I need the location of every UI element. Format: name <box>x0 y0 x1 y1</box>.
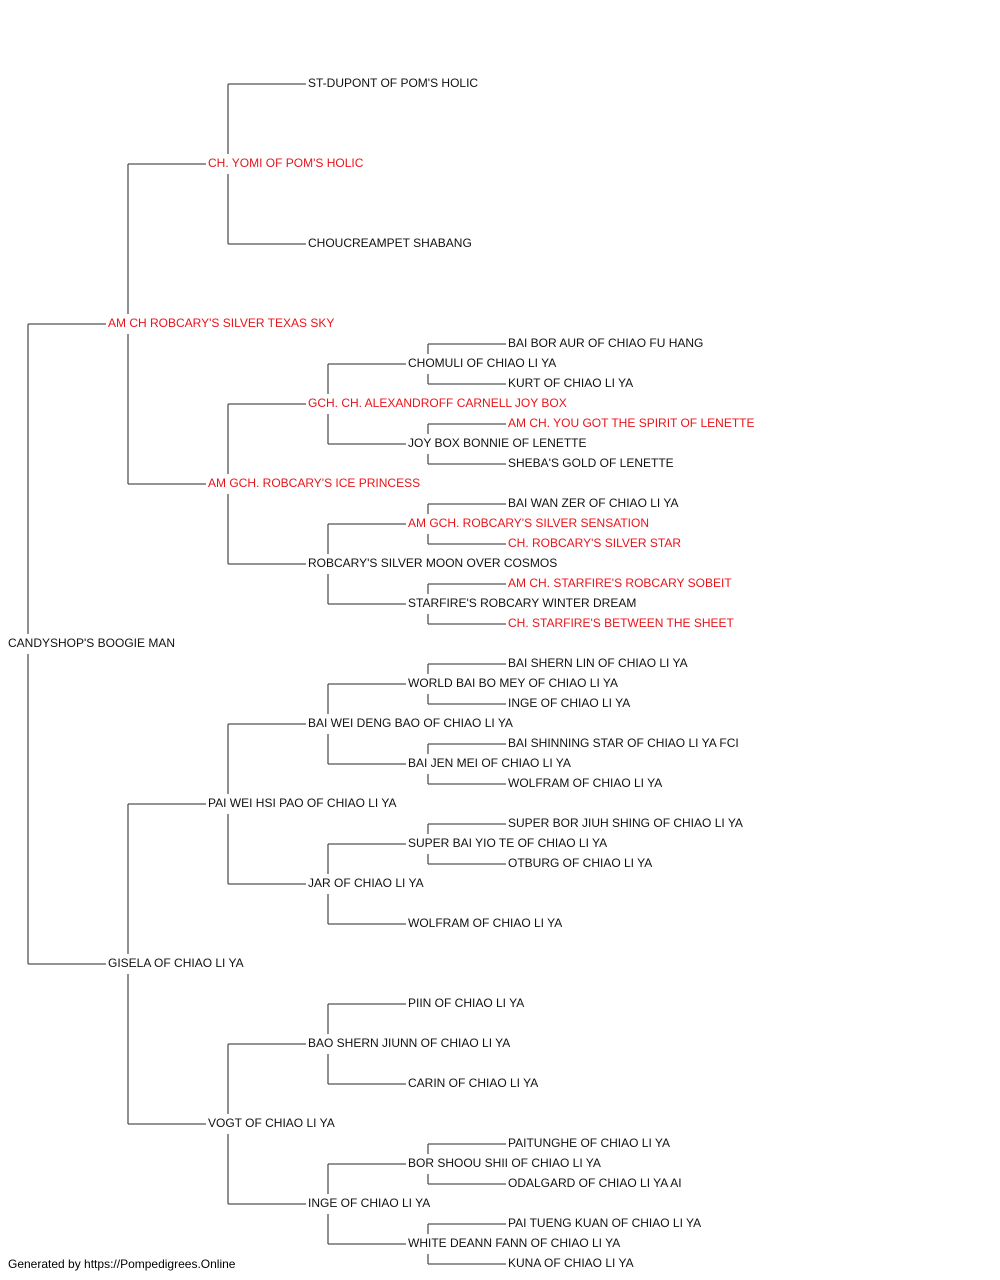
generated-by-footer: Generated by https://Pompedigrees.Online <box>8 1257 236 1271</box>
pedigree-entry-dam-sire-sire-dam-dam: WOLFRAM OF CHIAO LI YA <box>508 776 662 790</box>
pedigree-entry-dam-sire-sire-sire-dam: INGE OF CHIAO LI YA <box>508 696 630 710</box>
pedigree-entry-dam-dam-dam-sire-sire: PAITUNGHE OF CHIAO LI YA <box>508 1136 670 1150</box>
pedigree-entry-dam-sire-sire-dam: BAI JEN MEI OF CHIAO LI YA <box>408 756 571 770</box>
pedigree-entry-sire-dam-dam: ROBCARY'S SILVER MOON OVER COSMOS <box>308 556 557 570</box>
pedigree-entry-sire-dam-dam-dam: STARFIRE'S ROBCARY WINTER DREAM <box>408 596 636 610</box>
pedigree-entry-sire-dam-sire-sire-sire: BAI BOR AUR OF CHIAO FU HANG <box>508 336 703 350</box>
pedigree-entry-dam-sire: PAI WEI HSI PAO OF CHIAO LI YA <box>208 796 396 810</box>
pedigree-entry-dam-dam-dam-sire-dam: ODALGARD OF CHIAO LI YA AI <box>508 1176 682 1190</box>
pedigree-entry-dam-dam-dam-sire: BOR SHOOU SHII OF CHIAO LI YA <box>408 1156 601 1170</box>
pedigree-entry-sire-dam-sire-dam: JOY BOX BONNIE OF LENETTE <box>408 436 586 450</box>
pedigree-entry-sire-dam-sire: GCH. CH. ALEXANDROFF CARNELL JOY BOX <box>308 396 567 410</box>
pedigree-entry-sire-dam-sire-sire-dam: KURT OF CHIAO LI YA <box>508 376 633 390</box>
pedigree-entry-dam-dam-dam: INGE OF CHIAO LI YA <box>308 1196 430 1210</box>
pedigree-entry-sire-dam-sire-dam-sire: AM CH. YOU GOT THE SPIRIT OF LENETTE <box>508 416 755 430</box>
pedigree-entry-sire-sire-sire: ST-DUPONT OF POM'S HOLIC <box>308 76 478 90</box>
pedigree-entry-subject: CANDYSHOP'S BOOGIE MAN <box>8 636 175 650</box>
pedigree-entry-sire-dam-dam-sire-sire: BAI WAN ZER OF CHIAO LI YA <box>508 496 678 510</box>
pedigree-entry-dam-sire-sire-dam-sire: BAI SHINNING STAR OF CHIAO LI YA FCI <box>508 736 739 750</box>
pedigree-entry-dam: GISELA OF CHIAO LI YA <box>108 956 244 970</box>
pedigree-entry-dam-dam-sire-dam: CARIN OF CHIAO LI YA <box>408 1076 538 1090</box>
pedigree-entry-dam-dam-sire: BAO SHERN JIUNN OF CHIAO LI YA <box>308 1036 510 1050</box>
pedigree-entry-sire-dam-dam-dam-dam: CH. STARFIRE'S BETWEEN THE SHEET <box>508 616 735 630</box>
pedigree-entry-dam-dam: VOGT OF CHIAO LI YA <box>208 1116 335 1130</box>
pedigree-entry-sire-dam-sire-dam-dam: SHEBA'S GOLD OF LENETTE <box>508 456 674 470</box>
pedigree-entry-dam-sire-sire: BAI WEI DENG BAO OF CHIAO LI YA <box>308 716 513 730</box>
pedigree-entry-dam-dam-dam-dam-dam: KUNA OF CHIAO LI YA <box>508 1256 634 1270</box>
pedigree-entry-sire-dam-sire-sire: CHOMULI OF CHIAO LI YA <box>408 356 556 370</box>
pedigree-entry-sire-sire-dam: CHOUCREAMPET SHABANG <box>308 236 472 250</box>
pedigree-entry-dam-sire-dam-sire-dam: OTBURG OF CHIAO LI YA <box>508 856 652 870</box>
pedigree-entry-dam-sire-dam: JAR OF CHIAO LI YA <box>308 876 424 890</box>
pedigree-entry-sire-dam-dam-sire: AM GCH. ROBCARY'S SILVER SENSATION <box>408 516 649 530</box>
pedigree-entry-dam-sire-dam-sire-sire: SUPER BOR JIUH SHING OF CHIAO LI YA <box>508 816 743 830</box>
pedigree-entry-sire-sire: CH. YOMI OF POM'S HOLIC <box>208 156 364 170</box>
pedigree-entry-dam-dam-sire-sire: PIIN OF CHIAO LI YA <box>408 996 524 1010</box>
pedigree-entry-dam-dam-dam-dam-sire: PAI TUENG KUAN OF CHIAO LI YA <box>508 1216 701 1230</box>
pedigree-entry-dam-sire-dam-sire: SUPER BAI YIO TE OF CHIAO LI YA <box>408 836 607 850</box>
pedigree-entry-sire: AM CH ROBCARY'S SILVER TEXAS SKY <box>108 316 334 330</box>
pedigree-entry-sire-dam-dam-sire-dam: CH. ROBCARY'S SILVER STAR <box>508 536 681 550</box>
pedigree-entry-dam-sire-dam-dam: WOLFRAM OF CHIAO LI YA <box>408 916 562 930</box>
pedigree-entry-sire-dam-dam-dam-sire: AM CH. STARFIRE'S ROBCARY SOBEIT <box>508 576 732 590</box>
pedigree-entry-dam-dam-dam-dam: WHITE DEANN FANN OF CHIAO LI YA <box>408 1236 620 1250</box>
pedigree-entry-dam-sire-sire-sire-sire: BAI SHERN LIN OF CHIAO LI YA <box>508 656 688 670</box>
pedigree-entry-sire-dam: AM GCH. ROBCARY'S ICE PRINCESS <box>208 476 420 490</box>
pedigree-entry-dam-sire-sire-sire: WORLD BAI BO MEY OF CHIAO LI YA <box>408 676 618 690</box>
